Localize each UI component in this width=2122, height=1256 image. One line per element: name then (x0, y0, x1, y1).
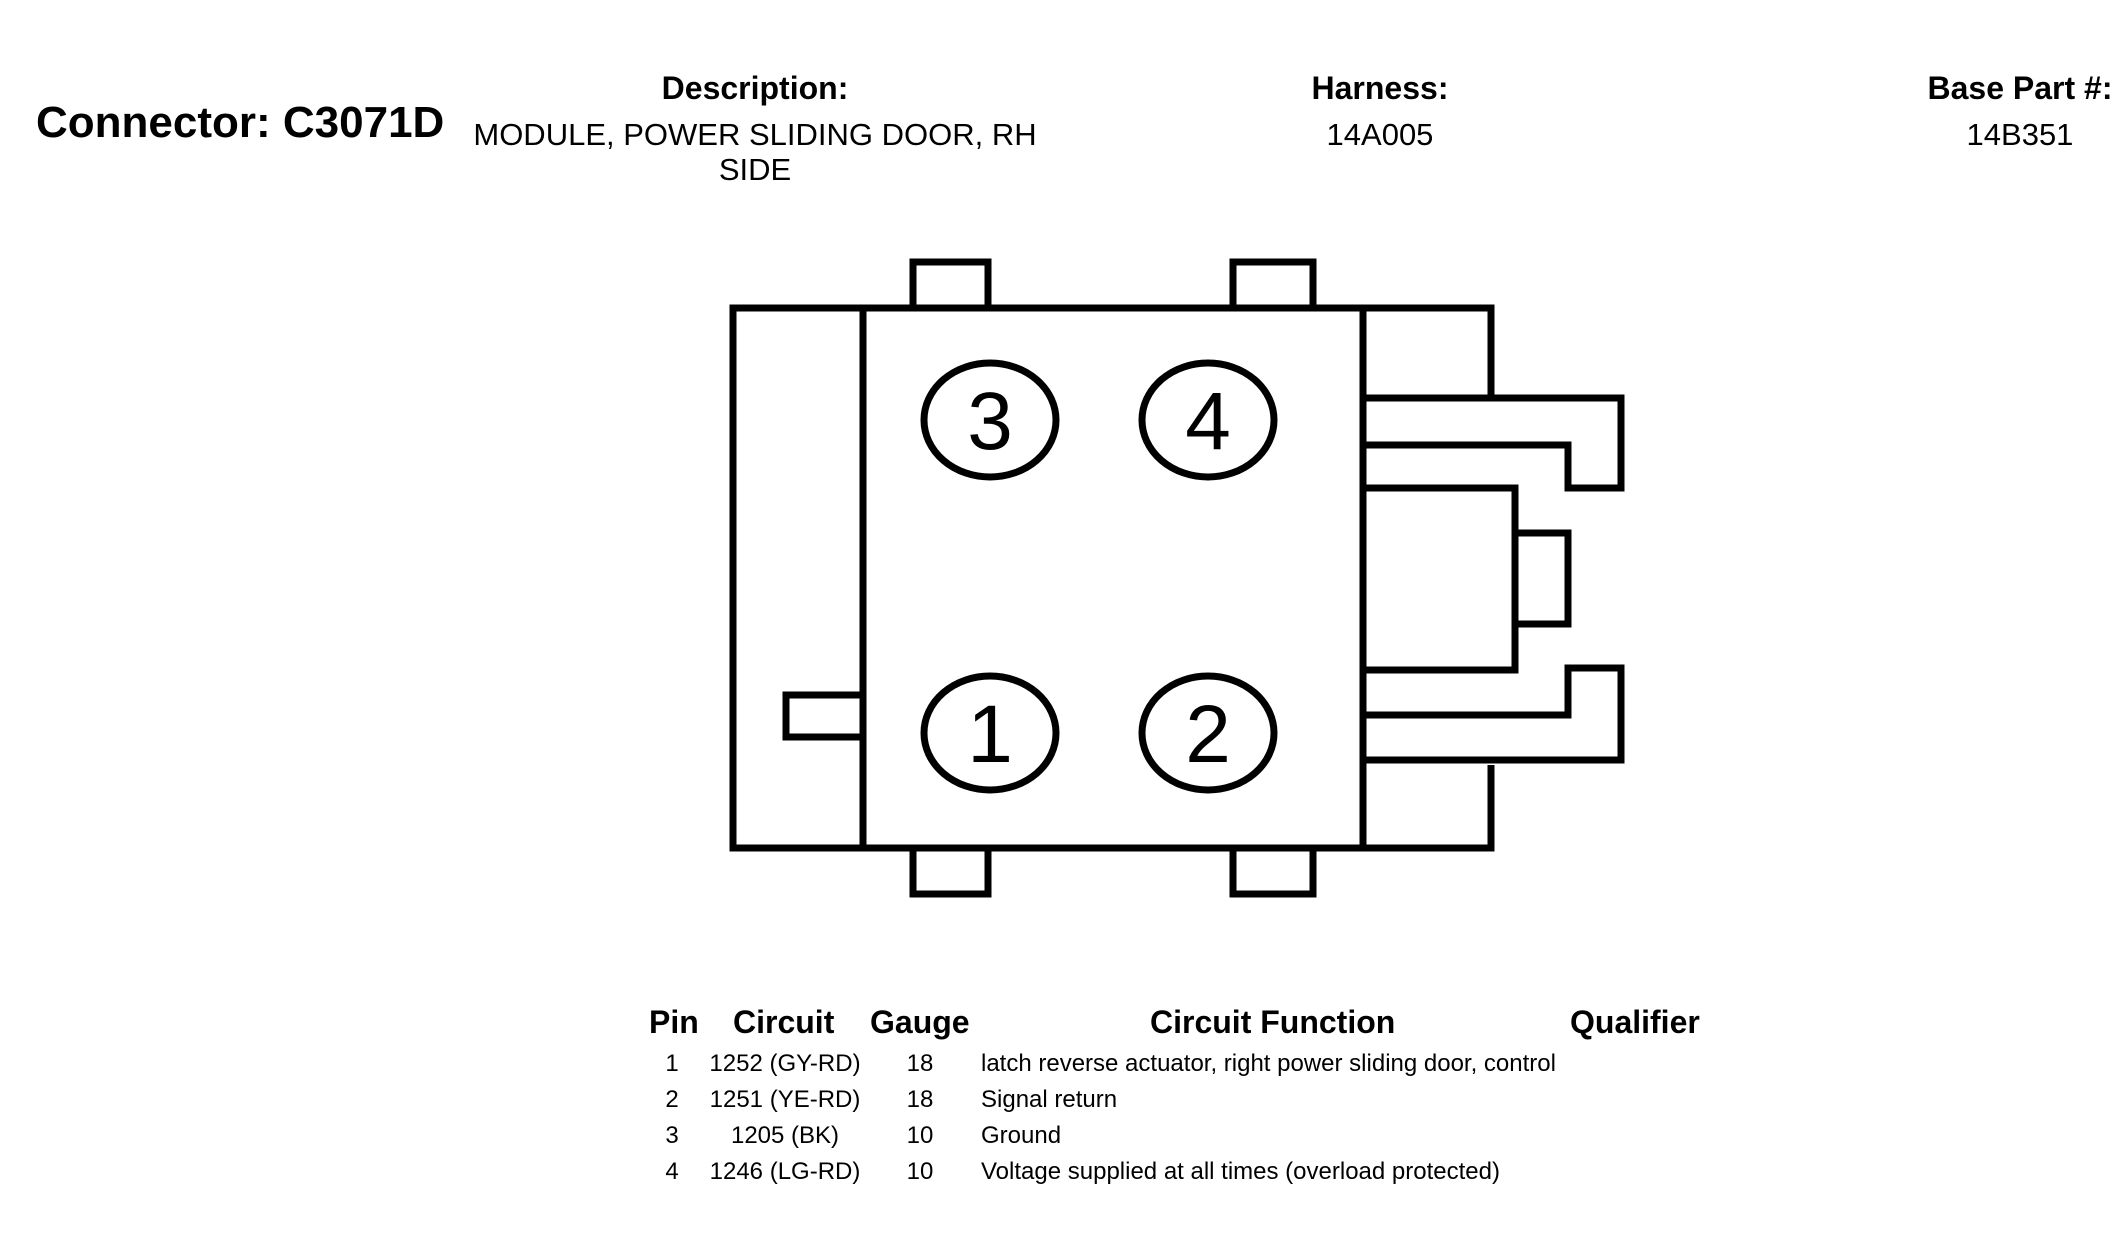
row-gauge: 10 (906, 1158, 934, 1185)
table-header-gauge: Gauge (870, 1004, 970, 1040)
pin-label-3: 3 (967, 376, 1013, 467)
table-header-circuit: Circuit (733, 1004, 835, 1040)
row-gauge: 18 (906, 1086, 934, 1113)
pin-label-4: 4 (1185, 376, 1231, 467)
pin-label-1: 1 (967, 689, 1013, 780)
row-gauge: 10 (906, 1122, 934, 1149)
row-gauge: 18 (906, 1050, 934, 1077)
middle-block (1363, 484, 1519, 674)
base-part-value: 14B351 (1966, 117, 2074, 152)
pin-1-circle (920, 672, 1060, 794)
row-function: Voltage supplied at all times (overload … (981, 1158, 1500, 1185)
table-row: 2 1251 (YE-RD) 18 Signal return (0, 1086, 2122, 1122)
description-label: Description: (661, 70, 849, 106)
connector-right-frame-top (1363, 304, 1495, 398)
row-pin: 1 (665, 1050, 679, 1077)
row-function: Ground (981, 1122, 1062, 1149)
base-part-label: Base Part #: (1927, 70, 2113, 106)
bottom-tab-right (1229, 848, 1317, 898)
row-circuit: 1252 (GY-RD) (709, 1050, 861, 1077)
lower-latch (1363, 664, 1625, 764)
table-row: 3 1205 (BK) 10 Ground (0, 1122, 2122, 1158)
description-line-2: SIDE (718, 152, 792, 187)
row-function: Signal return (981, 1086, 1118, 1113)
harness-value: 14A005 (1326, 117, 1434, 152)
middle-block-tab (1515, 529, 1572, 628)
table-row: 4 1246 (LG-RD) 10 Voltage supplied at al… (0, 1158, 2122, 1194)
pin-3-circle (920, 359, 1060, 481)
top-tab-left (909, 258, 992, 308)
pin-label-2: 2 (1185, 689, 1231, 780)
pin-2-circle (1138, 672, 1278, 794)
connector-right-frame-bottom (1363, 765, 1495, 852)
row-function: latch reverse actuator, right power slid… (981, 1050, 1556, 1077)
left-key-tab (782, 691, 863, 741)
pin-4-circle (1138, 359, 1278, 481)
upper-latch (1363, 394, 1625, 492)
row-circuit: 1205 (BK) (730, 1122, 840, 1149)
row-pin: 3 (665, 1122, 679, 1149)
table-header-circuit-function: Circuit Function (1150, 1004, 1396, 1040)
top-tab-right (1229, 258, 1317, 308)
table-header-qualifier: Qualifier (1570, 1004, 1700, 1040)
bottom-tab-left (909, 848, 992, 898)
description-line-1: MODULE, POWER SLIDING DOOR, RH (473, 117, 1037, 152)
description-value: MODULE, POWER SLIDING DOOR, RH SIDE (455, 117, 1055, 187)
row-circuit: 1251 (YE-RD) (709, 1086, 861, 1113)
table-row: 1 1252 (GY-RD) 18 latch reverse actuator… (0, 1050, 2122, 1086)
row-pin: 4 (665, 1158, 679, 1185)
harness-label: Harness: (1311, 70, 1449, 106)
row-pin: 2 (665, 1086, 679, 1113)
row-circuit: 1246 (LG-RD) (709, 1158, 861, 1185)
table-header-pin: Pin (649, 1004, 699, 1040)
connector-title: Connector: C3071D (36, 98, 445, 147)
